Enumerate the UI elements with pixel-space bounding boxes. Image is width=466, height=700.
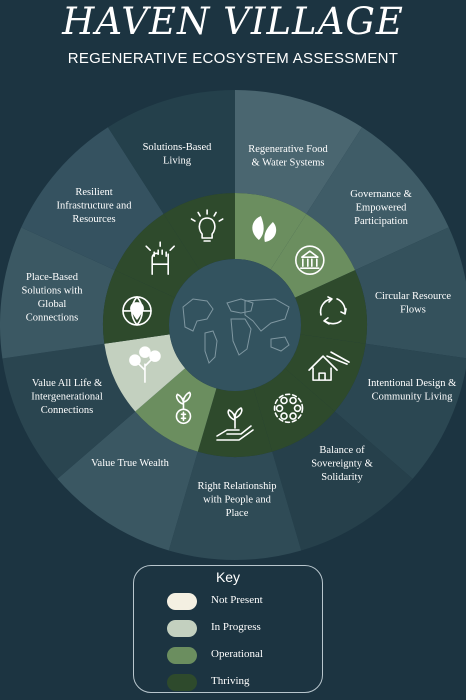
segment-outer-circular <box>355 227 466 359</box>
key-title: Key <box>215 569 241 585</box>
key-swatch <box>167 593 197 610</box>
page-title: HAVEN VILLAGE <box>62 0 404 43</box>
segment-status-true-wealth <box>135 368 217 452</box>
world-map-center <box>169 259 301 391</box>
continent-outline <box>244 298 290 332</box>
segment-status-solutions <box>163 193 235 270</box>
key-label: Not Present <box>211 594 263 606</box>
center-disc <box>169 259 301 391</box>
page-subtitle: REGENERATIVE ECOSYSTEM ASSESSMENT <box>67 50 399 67</box>
ecosystem-wheel: Regenerative Food& Water SystemsGovernan… <box>0 90 466 560</box>
key-swatch <box>167 620 197 637</box>
segment-label-intentional-design: Intentional Design &Community Living <box>368 378 457 403</box>
segment-outer-resilient <box>21 127 164 271</box>
plant-coin-icon <box>175 391 192 425</box>
status-key: Key Not Present In Progress Operational … <box>133 565 323 693</box>
continent-outline <box>226 298 254 314</box>
segment-label-regen-food: Regenerative Food& Water Systems <box>248 144 328 169</box>
key-label: Operational <box>211 648 263 660</box>
segment-outer-regen-food <box>235 90 363 214</box>
key-label: Thriving <box>211 675 250 687</box>
segment-outer-governance <box>306 127 449 271</box>
segment-outer-solutions <box>107 90 235 214</box>
continent-outline <box>230 318 252 356</box>
key-label: In Progress <box>211 621 261 633</box>
segment-status-governance <box>270 213 356 298</box>
continent-outline <box>182 298 214 332</box>
people-circle-icon <box>273 393 304 424</box>
segment-outer-intentional-design <box>334 343 466 479</box>
key-swatch <box>167 674 197 691</box>
segment-outer-true-wealth <box>57 411 198 551</box>
segment-outer-place-based <box>0 227 115 359</box>
segment-status-circular <box>295 270 367 344</box>
raised-fist-icon <box>145 241 175 275</box>
globe-location-icon <box>122 296 152 326</box>
tree-icon <box>129 346 161 383</box>
lightbulb-circuit-icon <box>190 209 224 242</box>
hand-plant-icon <box>216 407 254 441</box>
leaves-icon <box>252 216 277 243</box>
segment-outer-value-all-life <box>2 343 136 479</box>
houses-icon <box>308 351 350 381</box>
segment-label-true-wealth: Value True Wealth <box>91 458 169 469</box>
globe-institution-icon <box>295 245 325 275</box>
key-swatch <box>167 647 197 664</box>
continent-outline <box>204 330 218 364</box>
continent-outline <box>270 336 290 352</box>
segment-outer-sovereignty <box>272 411 413 551</box>
segment-outer-right-relationship <box>168 451 302 560</box>
recycle-arrows-icon <box>319 296 347 325</box>
segment-status-resilient <box>114 213 200 298</box>
